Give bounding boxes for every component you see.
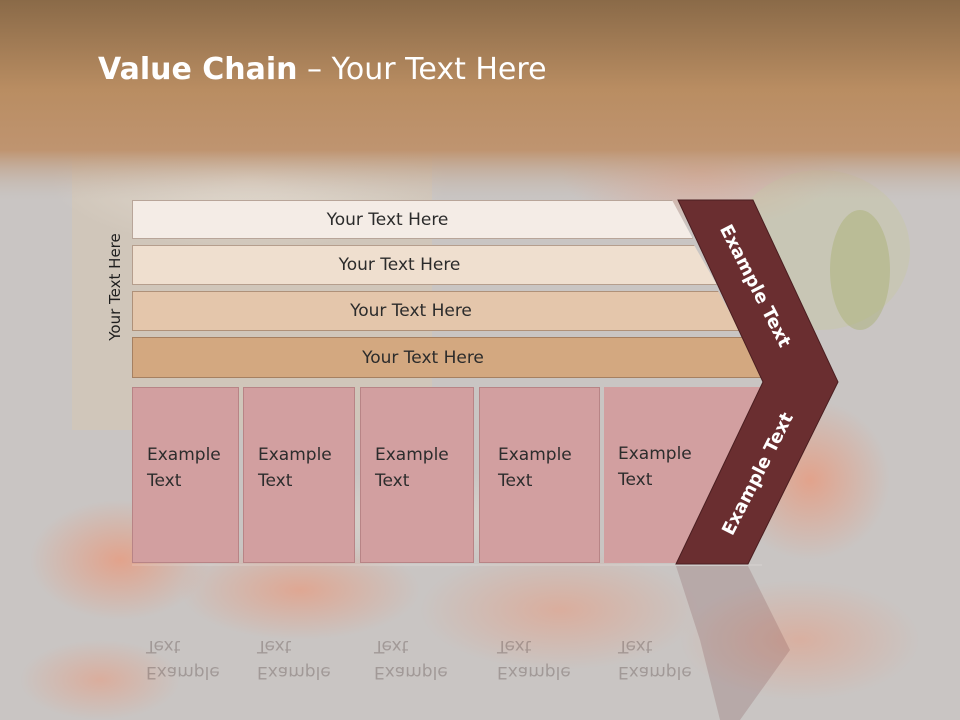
cell-3-line1: Example bbox=[375, 445, 449, 465]
band-1: Your Text Here bbox=[132, 200, 693, 239]
example-cell-1: Example Text bbox=[132, 387, 239, 563]
cell-1-line2: Text bbox=[147, 471, 182, 491]
cell-2-line1: Example bbox=[258, 445, 332, 465]
band-2-label: Your Text Here bbox=[338, 255, 461, 275]
cell-1-line1: Example bbox=[147, 445, 221, 465]
band-3: Your Text Here bbox=[132, 291, 740, 331]
cell-3-line2: Text bbox=[375, 471, 410, 491]
example-cell-2: Example Text bbox=[243, 387, 355, 563]
cell-5-line1: Example bbox=[618, 444, 692, 464]
band-4-label: Your Text Here bbox=[362, 347, 484, 368]
band-2: Your Text Here bbox=[132, 245, 717, 285]
band-1-label: Your Text Here bbox=[326, 209, 449, 230]
title-bold: Value Chain bbox=[98, 52, 298, 87]
band-4: Your Text Here bbox=[132, 337, 764, 378]
band-3-label: Your Text Here bbox=[350, 301, 472, 321]
cell-4-line1: Example bbox=[498, 445, 572, 465]
example-cell-3: Example Text bbox=[360, 387, 474, 563]
cell-2-line2: Text bbox=[258, 471, 293, 491]
cell-4-line2: Text bbox=[498, 471, 533, 491]
title-rest: – Your Text Here bbox=[297, 52, 547, 87]
cell-5-line2: Text bbox=[618, 470, 653, 490]
example-cell-4: Example Text bbox=[479, 387, 600, 563]
slide-title: Value Chain – Your Text Here bbox=[98, 52, 547, 96]
